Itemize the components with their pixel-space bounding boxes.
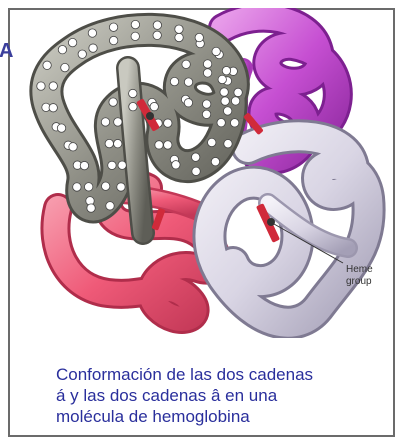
atom-bead bbox=[104, 138, 114, 149]
heme-group-alpha2 bbox=[151, 208, 165, 231]
atom-bead bbox=[107, 160, 117, 170]
atom-bead bbox=[130, 20, 140, 30]
atom-bead bbox=[79, 161, 90, 171]
atom-bead bbox=[117, 160, 127, 170]
atom-bead bbox=[108, 22, 119, 32]
caption-line-3: molécula de hemoglobina bbox=[56, 407, 250, 426]
atom-bead bbox=[183, 77, 194, 87]
heme-group-beta1 bbox=[243, 113, 263, 135]
heme-group-label: Heme group bbox=[346, 264, 373, 288]
heme-label-line-2: group bbox=[346, 276, 372, 287]
atom-bead bbox=[36, 81, 46, 91]
atom-bead bbox=[174, 24, 184, 34]
atom-bead bbox=[86, 203, 96, 213]
atom-bead bbox=[105, 201, 115, 211]
atom-bead bbox=[72, 182, 82, 192]
atom-bead bbox=[88, 43, 98, 53]
atom-bead bbox=[163, 118, 173, 128]
heme-label-line-1: Heme bbox=[346, 264, 373, 275]
atom-bead bbox=[230, 118, 240, 128]
atom-bead bbox=[210, 157, 221, 167]
panel-letter: A bbox=[0, 40, 14, 62]
atom-bead bbox=[130, 31, 140, 41]
atom-bead bbox=[216, 118, 226, 128]
atom-bead bbox=[84, 182, 94, 192]
atom-bead bbox=[231, 96, 241, 106]
atom-bead bbox=[152, 30, 162, 40]
atom-bead bbox=[113, 117, 123, 127]
atom-bead bbox=[60, 63, 70, 73]
atom-bead bbox=[233, 87, 243, 97]
alpha1-chain-gray bbox=[29, 12, 250, 245]
atom-bead bbox=[108, 97, 118, 107]
atom-bead bbox=[202, 59, 213, 69]
atom-bead bbox=[183, 98, 194, 108]
atom-bead bbox=[169, 76, 180, 87]
atom-bead bbox=[171, 160, 181, 170]
atom-bead bbox=[191, 166, 201, 176]
atom-bead bbox=[57, 45, 68, 55]
atom-bead bbox=[220, 96, 230, 106]
atom-bead bbox=[67, 37, 78, 48]
caption-line-1: Conformación de las dos cadenas bbox=[56, 365, 314, 384]
caption-line-2: á y las dos cadenas â en una bbox=[56, 386, 278, 405]
heme-group-beta2 bbox=[256, 203, 280, 243]
hemoglobin-illustration bbox=[29, 8, 386, 338]
atom-bead bbox=[113, 139, 123, 149]
atom-bead bbox=[100, 117, 111, 127]
atom-bead bbox=[109, 35, 119, 46]
atom-bead bbox=[48, 103, 58, 113]
atom-bead bbox=[221, 66, 232, 76]
atom-bead bbox=[217, 74, 227, 85]
alpha1-atom-beads bbox=[36, 20, 243, 213]
atom-bead bbox=[48, 81, 58, 91]
heme-callout-line bbox=[273, 223, 344, 264]
atom-bead bbox=[191, 152, 201, 162]
heme-group-alpha1 bbox=[136, 99, 160, 131]
atom-bead bbox=[152, 20, 162, 30]
atom-bead bbox=[116, 182, 126, 192]
atom-bead bbox=[202, 99, 212, 109]
atom-bead bbox=[223, 106, 233, 116]
atom-bead bbox=[203, 68, 213, 78]
atom-bead bbox=[56, 123, 67, 133]
atom-bead bbox=[181, 59, 191, 69]
atom-bead bbox=[194, 32, 204, 43]
beta2-chain-lavender bbox=[192, 119, 386, 338]
atom-bead bbox=[42, 60, 52, 70]
atom-bead bbox=[87, 28, 97, 38]
atom-bead bbox=[101, 181, 111, 191]
atom-bead bbox=[128, 88, 138, 99]
atom-bead bbox=[211, 46, 221, 57]
atom-bead bbox=[174, 32, 184, 43]
figure-caption: Conformación de las dos cadenas á y las … bbox=[56, 364, 376, 427]
atom-bead bbox=[163, 140, 173, 150]
atom-bead bbox=[201, 109, 212, 119]
atom-bead bbox=[149, 102, 159, 112]
atom-bead bbox=[154, 140, 164, 150]
atom-bead bbox=[128, 102, 138, 112]
atom-bead bbox=[219, 87, 229, 97]
atom-bead bbox=[77, 49, 87, 59]
atom-bead bbox=[68, 142, 78, 152]
atom-bead bbox=[223, 139, 233, 149]
atom-bead bbox=[207, 137, 217, 148]
